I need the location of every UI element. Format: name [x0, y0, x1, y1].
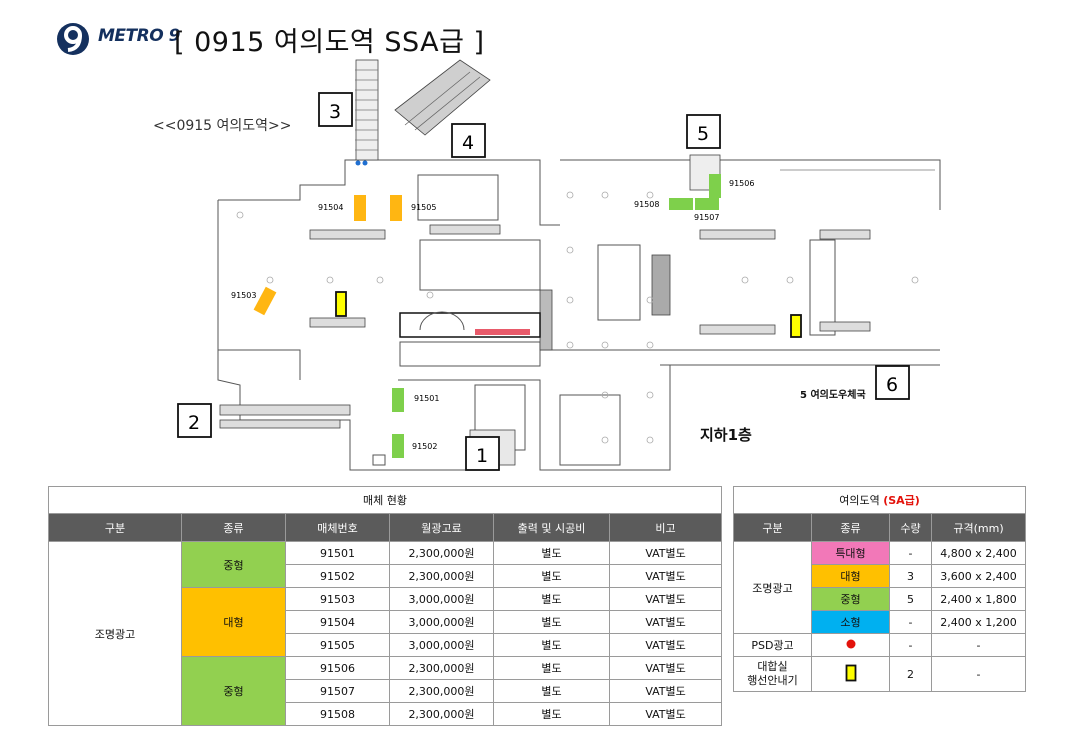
svg-text:2: 2 — [188, 412, 200, 434]
guide-marker — [790, 314, 802, 338]
callout-6: 6 — [875, 365, 910, 400]
ad-91502-marker — [392, 434, 404, 458]
escalators — [219, 59, 871, 466]
table-row: 조명광고 특대형 - 4,800 x 2,400 — [733, 541, 1027, 634]
ad-91508-marker — [669, 198, 693, 210]
table-row: 91502 2,300,000원 별도 VAT별도 — [49, 564, 723, 588]
col-header: 비고 — [608, 513, 723, 542]
psd-label: PSD광고 — [733, 633, 812, 657]
col-header: 수량 — [889, 513, 932, 542]
col-header: 구분 — [733, 513, 812, 542]
media-status-table: 매체 현황 구분 종류 매체번호 월광고료 출력 및 시공비 비고 조명광고 중… — [47, 486, 723, 726]
column-markers — [236, 191, 919, 444]
table-row: 91508 2,300,000원 별도 VAT별도 — [49, 702, 723, 726]
callout-4: 4 — [451, 123, 486, 158]
table-row: 대합실 행선안내기 2 - — [733, 656, 1027, 692]
ad-91502-label: 91502 — [412, 442, 437, 451]
guide-marker — [335, 291, 347, 317]
col-header: 매체번호 — [285, 513, 390, 542]
table-row: 91507 2,300,000원 별도 VAT별도 — [49, 679, 723, 703]
guide-label: 대합실 행선안내기 — [733, 656, 812, 692]
col-header: 구분 — [48, 513, 182, 542]
callout-2: 2 — [177, 403, 212, 438]
ad-91504-marker — [354, 195, 366, 221]
table-row: 중형 91506 2,300,000원 별도 VAT별도 — [49, 656, 723, 726]
ad-91507-label: 91507 — [694, 213, 719, 222]
floor-plan-structure — [217, 159, 941, 471]
table-row: 조명광고 중형 91501 2,300,000원 별도 VAT별도 — [48, 541, 723, 726]
svg-text:6: 6 — [886, 374, 898, 396]
type-cell: 대형 — [181, 587, 286, 657]
callout-5: 5 — [686, 114, 721, 149]
ad-91501-label: 91501 — [414, 394, 439, 403]
ad-91507-marker — [695, 198, 719, 210]
table-caption: 매체 현황 — [47, 486, 723, 514]
table-row: 91504 3,000,000원 별도 VAT별도 — [49, 610, 723, 634]
category-cell: 조명광고 — [48, 541, 182, 726]
category-cell: 조명광고 — [733, 541, 812, 634]
table-row: 91505 3,000,000원 별도 VAT별도 — [49, 633, 723, 657]
station-name: 여의도역 — [839, 494, 884, 507]
svg-text:4: 4 — [462, 132, 474, 154]
psd-dot-icon — [811, 633, 890, 657]
ad-91503-marker — [253, 286, 277, 316]
ad-91501-marker — [392, 388, 404, 412]
page-title: [ 0915 여의도역 SSA급 ] — [174, 27, 485, 58]
type-cell: 중형 — [181, 541, 286, 588]
col-header: 종류 — [181, 513, 286, 542]
col-header: 월광고료 — [389, 513, 494, 542]
guide-swatch-icon — [811, 656, 890, 692]
station-summary-table: 여의도역 (SA급) 구분 종류 수량 규격(mm) 조명광고 특대형 - 4,… — [732, 486, 1027, 692]
ad-91504-label: 91504 — [318, 203, 343, 212]
brand-name: METRO 9 — [98, 26, 180, 46]
table-caption: 여의도역 (SA급) — [732, 486, 1027, 514]
table-row: 대형 91503 3,000,000원 별도 VAT별도 — [49, 587, 723, 657]
highlight-box — [399, 312, 541, 338]
floor-label: 지하1층 — [700, 426, 752, 444]
col-header: 출력 및 시공비 — [493, 513, 610, 542]
col-header: 종류 — [811, 513, 890, 542]
station-grade: (SA급) — [883, 494, 920, 507]
station-floor-map: <<0915 여의도역>> 지하1층 5 여의도우체국 3 4 5 6 2 1 … — [153, 59, 941, 471]
ad-91506-marker — [709, 174, 721, 198]
svg-text:1: 1 — [476, 445, 488, 467]
table-row: PSD광고 - - — [733, 633, 1027, 657]
svg-text:5: 5 — [697, 123, 709, 145]
station-label: <<0915 여의도역>> — [153, 118, 292, 134]
metro9-logo-icon — [57, 23, 89, 55]
ad-91506-label: 91506 — [729, 179, 754, 188]
ad-91505-label: 91505 — [411, 203, 436, 212]
type-cell: 중형 — [181, 656, 286, 726]
col-header: 규격(mm) — [930, 513, 1027, 542]
callout-1: 1 — [465, 436, 500, 471]
ad-91508-label: 91508 — [634, 200, 659, 209]
callout-3: 3 — [318, 92, 353, 127]
ad-91503-label: 91503 — [231, 291, 256, 300]
post-office-label: 5 여의도우체국 — [800, 388, 866, 401]
ad-91505-marker — [390, 195, 402, 221]
svg-text:3: 3 — [329, 101, 341, 123]
